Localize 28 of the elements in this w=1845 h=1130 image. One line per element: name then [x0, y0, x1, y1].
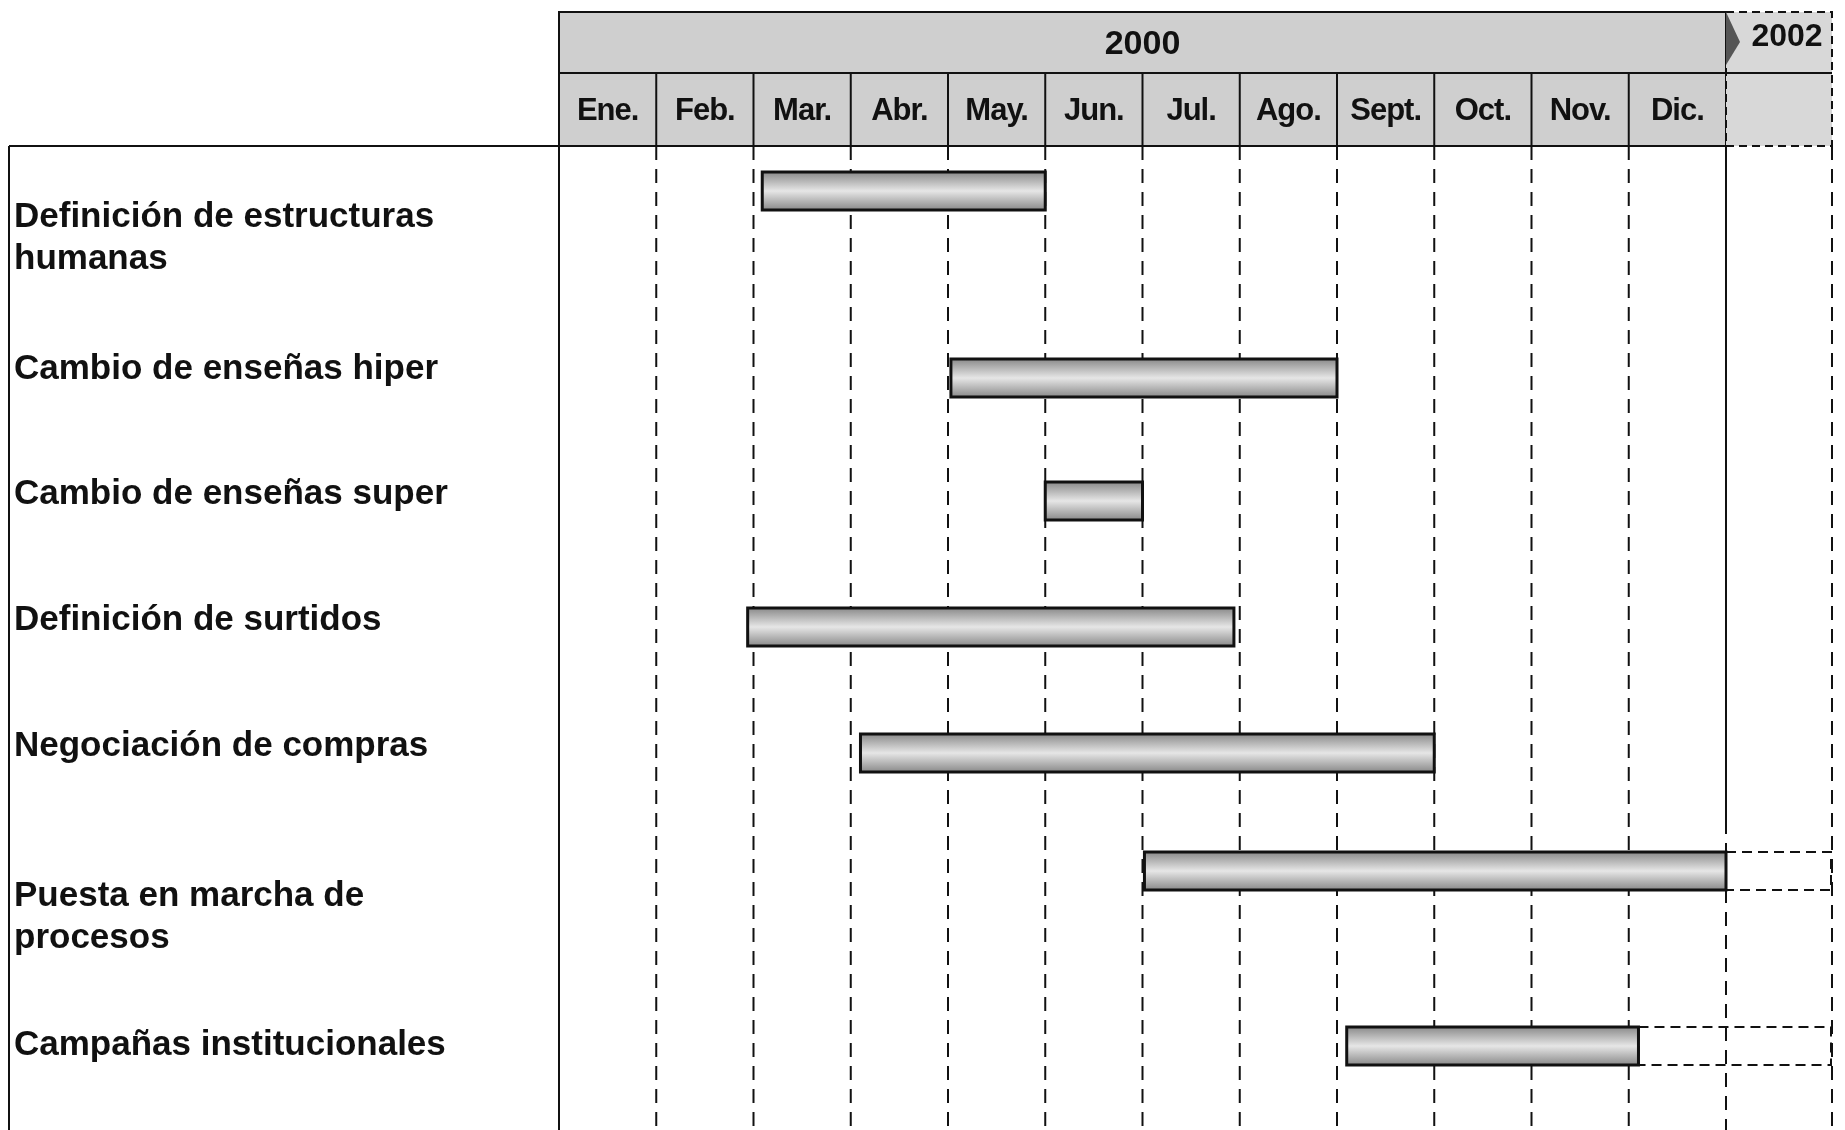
gantt-bar [949, 357, 1339, 399]
month-label: Feb. [674, 90, 736, 129]
gantt-bar [859, 732, 1436, 774]
month-label: Dic. [1649, 90, 1705, 129]
task-label: Puesta en marcha de procesos [14, 873, 366, 957]
task-label: Definición de estructuras humanas [14, 194, 436, 278]
month-label: Nov. [1548, 90, 1612, 129]
gantt-bar [760, 170, 1047, 212]
month-label: Ago. [1254, 90, 1322, 129]
month-label: May. [964, 90, 1029, 129]
gantt-bar [746, 606, 1236, 648]
task-label: Cambio de enseñas hiper [14, 346, 440, 388]
task-label: Cambio de enseñas super [14, 471, 449, 513]
month-label: Oct. [1453, 90, 1512, 129]
month-label: Ene. [575, 90, 640, 129]
year-label: 2000 [1103, 22, 1182, 64]
month-label: Mar. [772, 90, 833, 129]
task-label: Definición de surtidos [14, 597, 383, 639]
month-label: Jul. [1165, 90, 1217, 129]
task-label: Negociación de compras [14, 723, 430, 765]
gantt-bar [1142, 850, 1832, 892]
month-label: Abr. [870, 90, 929, 129]
gantt-bar [1345, 1025, 1832, 1067]
task-label: Campañas institucionales [14, 1022, 447, 1064]
month-label: Sept. [1349, 90, 1422, 129]
month-label: Jun. [1063, 90, 1125, 129]
year-label: 2002 [1750, 16, 1824, 56]
gantt-bar [1043, 480, 1144, 522]
